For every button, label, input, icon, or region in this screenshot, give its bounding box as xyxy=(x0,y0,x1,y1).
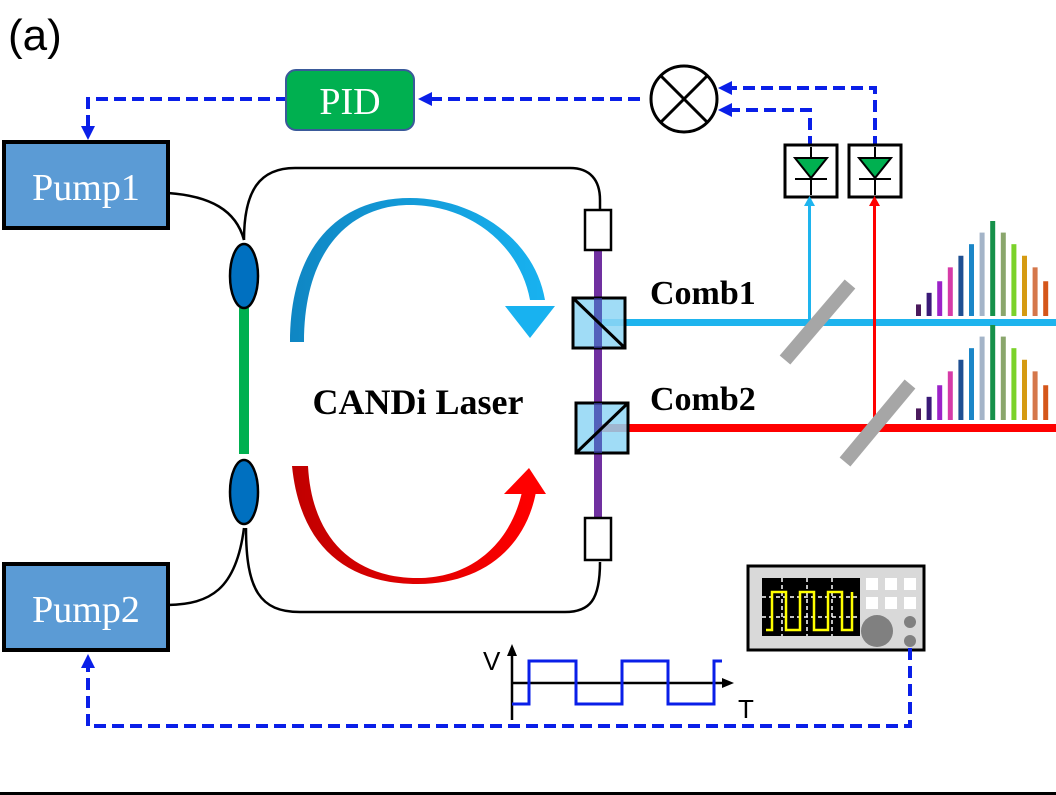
bottom-rule xyxy=(0,792,1056,795)
oscilloscope-icon xyxy=(746,564,926,652)
spectrum-line xyxy=(958,255,964,316)
spectrum-line xyxy=(1032,371,1038,420)
spectrum-line xyxy=(947,371,953,420)
fiber-ring xyxy=(167,166,602,614)
comb2-beam xyxy=(598,424,1056,432)
comb1-pickoff-beam xyxy=(808,200,811,320)
spectrum-line xyxy=(926,292,932,316)
comb1-label: Comb1 xyxy=(650,275,756,312)
pump2-box: Pump2 xyxy=(2,562,170,652)
collimator-bottom xyxy=(583,516,613,562)
spectrum-line xyxy=(979,232,985,316)
feedback-line-top xyxy=(81,81,877,148)
spectrum-line xyxy=(979,336,985,420)
spectrum-line xyxy=(1032,267,1038,316)
spectrum-line xyxy=(990,221,996,316)
spectrum-line xyxy=(969,244,974,316)
cw-arrow-icon xyxy=(290,198,555,342)
collimator-top xyxy=(583,208,613,252)
feedback-line-bottom xyxy=(81,648,912,728)
spectrum-line xyxy=(1043,281,1049,316)
photodiode-2-icon xyxy=(847,143,903,199)
spectrum-line xyxy=(947,267,953,316)
y-axis-label: V xyxy=(483,646,501,676)
spectrum-line xyxy=(958,359,964,420)
spectrum-line xyxy=(926,396,932,420)
beam-splitter-comb1 xyxy=(571,296,627,350)
comb2-spectrum xyxy=(916,325,1049,420)
diagram-title: CANDi Laser xyxy=(313,382,524,422)
x-axis-label: T xyxy=(738,694,754,724)
spectrum-line xyxy=(969,348,974,420)
panel-label: (a) xyxy=(8,11,62,60)
mirror-comb2 xyxy=(839,379,916,467)
pid-label: PID xyxy=(319,81,380,123)
mirror-comb1 xyxy=(779,279,856,365)
spectrum-line xyxy=(916,304,921,316)
spectrum-line xyxy=(990,325,996,420)
spectrum-line xyxy=(937,281,943,316)
spectrum-line xyxy=(1000,232,1006,316)
photodiode-1-icon xyxy=(783,143,839,199)
comb2-pickoff-beam xyxy=(873,200,876,426)
gain-fiber xyxy=(239,308,249,454)
comb1-spectrum xyxy=(916,221,1049,316)
spectrum-line xyxy=(1011,244,1017,316)
pump1-box: Pump1 xyxy=(2,140,170,230)
spectrum-line xyxy=(1011,348,1017,420)
spectrum-line xyxy=(937,385,943,420)
output-fiber xyxy=(594,250,602,520)
spectrum-line xyxy=(1022,359,1027,420)
coupler-bottom-icon xyxy=(228,458,260,526)
mixer-icon xyxy=(649,64,719,134)
spectrum-line xyxy=(1000,336,1006,420)
coupler-top-icon xyxy=(228,242,260,310)
signal-plot: V T xyxy=(483,644,754,724)
pump1-label: Pump1 xyxy=(32,167,140,209)
spectrum-line xyxy=(916,408,921,420)
beam-splitter-comb2 xyxy=(574,401,630,455)
spectrum-line xyxy=(1043,385,1049,420)
comb1-beam xyxy=(598,319,1056,326)
spectrum-line xyxy=(1022,255,1027,316)
pump2-label: Pump2 xyxy=(32,589,140,631)
ccw-arrow-icon xyxy=(292,466,546,584)
pid-box: PID xyxy=(285,69,415,131)
comb2-label: Comb2 xyxy=(650,381,756,418)
